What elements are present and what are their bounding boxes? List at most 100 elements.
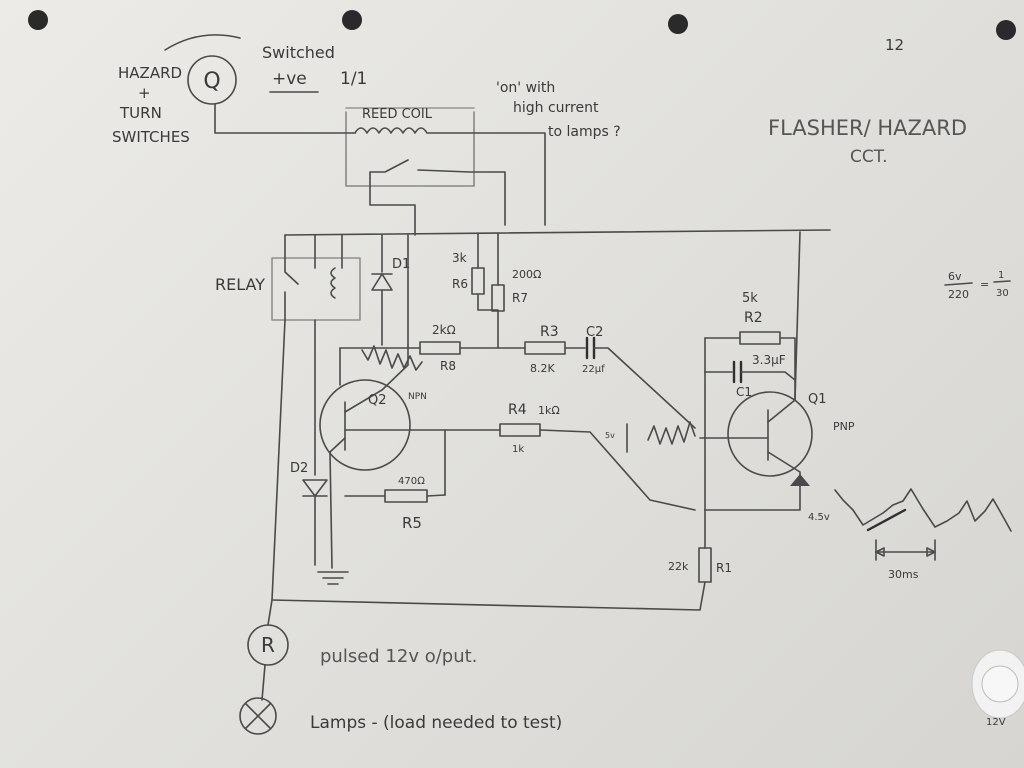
- c2-label: C2: [586, 325, 603, 340]
- supply-label: Switched: [262, 43, 335, 62]
- q1-circle: [727, 391, 813, 477]
- c1-label: C1: [736, 385, 752, 399]
- hazard-input: Q HAZARD + TURN SWITCHES Switched +ve 1/…: [112, 34, 367, 146]
- wire: [740, 371, 796, 381]
- r3-symbol: [524, 341, 566, 355]
- calc-result-num: 1: [998, 270, 1004, 281]
- r1-label: R1: [716, 561, 732, 575]
- wire: [593, 347, 696, 429]
- input-label: HAZARD: [118, 64, 182, 82]
- reed-coil-winding: [354, 127, 546, 226]
- calc-equals: =: [980, 278, 989, 291]
- reed-box: [345, 111, 475, 187]
- r4-value: 1kΩ: [538, 404, 560, 417]
- wire: [261, 664, 266, 701]
- period-arrow: [926, 547, 936, 557]
- relay-label: RELAY: [215, 275, 265, 294]
- wire: [539, 429, 696, 511]
- output-trace: [834, 488, 1012, 532]
- waveform-period: 30ms: [888, 568, 919, 581]
- calc-denominator: 220: [948, 288, 969, 301]
- r1-value: 22k: [668, 560, 689, 573]
- r7-value: 200Ω: [512, 268, 542, 281]
- r5-label: R5: [402, 514, 422, 532]
- wire: [214, 103, 356, 134]
- r4-symbol: [499, 423, 541, 437]
- wire: [267, 319, 286, 626]
- resistor-r4: R4 1kΩ 1k: [444, 402, 696, 511]
- calc-line: [944, 282, 973, 286]
- wire: [704, 484, 801, 511]
- input-label: TURN: [119, 104, 162, 122]
- calc-numerator: 6v: [948, 270, 962, 283]
- resistor-r1: 22k R1: [271, 509, 732, 611]
- q1-arrow: [790, 474, 810, 486]
- binder-hole: [28, 10, 48, 30]
- reed-coil: REED COIL 'on' with high current to lamp…: [214, 80, 621, 236]
- small-voltage-note: 5v: [605, 431, 615, 440]
- q2-circle: [319, 379, 411, 471]
- r1-symbol: [698, 547, 712, 583]
- sheet-title-2: CCT.: [850, 147, 888, 167]
- output-relay-letter: R: [261, 633, 275, 657]
- transistor-q2: Q2 NPN: [319, 344, 501, 471]
- relay-box: [271, 257, 361, 321]
- reed-note: 'on' with: [496, 80, 555, 96]
- r4-label: R4: [508, 402, 527, 418]
- input-arc: [164, 34, 241, 51]
- r5-symbol: [384, 489, 428, 503]
- wire: [329, 451, 333, 569]
- wire: [271, 581, 706, 611]
- waveform-level: 4.5v: [808, 512, 830, 523]
- wire: [369, 177, 416, 236]
- reed-label: REED COIL: [362, 107, 433, 122]
- r4-value-2: 1k: [512, 444, 524, 455]
- output-ramp-highlight: [866, 508, 907, 532]
- input-label: +: [138, 84, 151, 102]
- relay-contact: [284, 234, 299, 285]
- d2-label: D2: [290, 461, 308, 476]
- reed-note: to lamps ?: [548, 124, 621, 140]
- lamp-symbol: [239, 697, 277, 735]
- r6-label: R6: [452, 277, 468, 291]
- output-stage: R pulsed 12v o/put. Lamps - (load needed…: [239, 624, 562, 735]
- transistor-q1: Q1 PNP 5k R2 3.3µF C1: [699, 231, 855, 511]
- supply-note: 1/1: [340, 69, 367, 89]
- switch-symbol-circle: [187, 55, 237, 105]
- reed-switch-arm: [369, 159, 409, 179]
- r3-value: 8.2K: [530, 362, 555, 375]
- calc-line: [993, 280, 1011, 283]
- supply-rail: [284, 229, 831, 236]
- diode-d1: D1: [371, 234, 410, 346]
- q1-label: Q1: [808, 392, 827, 407]
- lamps-label: Lamps - (load needed to test): [310, 713, 562, 733]
- d1-label: D1: [392, 257, 410, 272]
- r2-symbol: [739, 331, 781, 345]
- pulsed-output-label: pulsed 12v o/put.: [320, 646, 477, 667]
- q2-emitter: [329, 437, 346, 453]
- resistor-r5: 470Ω R5: [344, 476, 446, 532]
- r2-value: 5k: [742, 291, 758, 306]
- side-calculation: 6v 220 = 1 30: [944, 270, 1011, 301]
- r3-label: R3: [540, 324, 559, 340]
- output-waveform: 4.5v 30ms: [808, 488, 1012, 581]
- r8-adjust-zigzag: [361, 345, 423, 371]
- corner-sticker: 12V: [971, 649, 1024, 728]
- r8-symbol: [419, 341, 461, 355]
- r2-label: R2: [744, 310, 763, 326]
- resistors-r6-r7: 3k R6 200Ω R7: [452, 232, 542, 349]
- wire: [779, 337, 796, 401]
- r8-label: R8: [440, 359, 456, 373]
- binder-hole: [996, 20, 1016, 40]
- r6-symbol: [471, 267, 485, 295]
- d1-symbol: [371, 273, 393, 291]
- q2-type: NPN: [408, 392, 427, 402]
- calc-result-den: 30: [996, 288, 1009, 299]
- supply-label: +ve: [272, 69, 307, 89]
- wire: [426, 494, 446, 497]
- q1-type: PNP: [833, 420, 855, 433]
- wire: [417, 169, 506, 226]
- page-number: 12: [885, 36, 904, 54]
- relay-coil: [330, 267, 336, 299]
